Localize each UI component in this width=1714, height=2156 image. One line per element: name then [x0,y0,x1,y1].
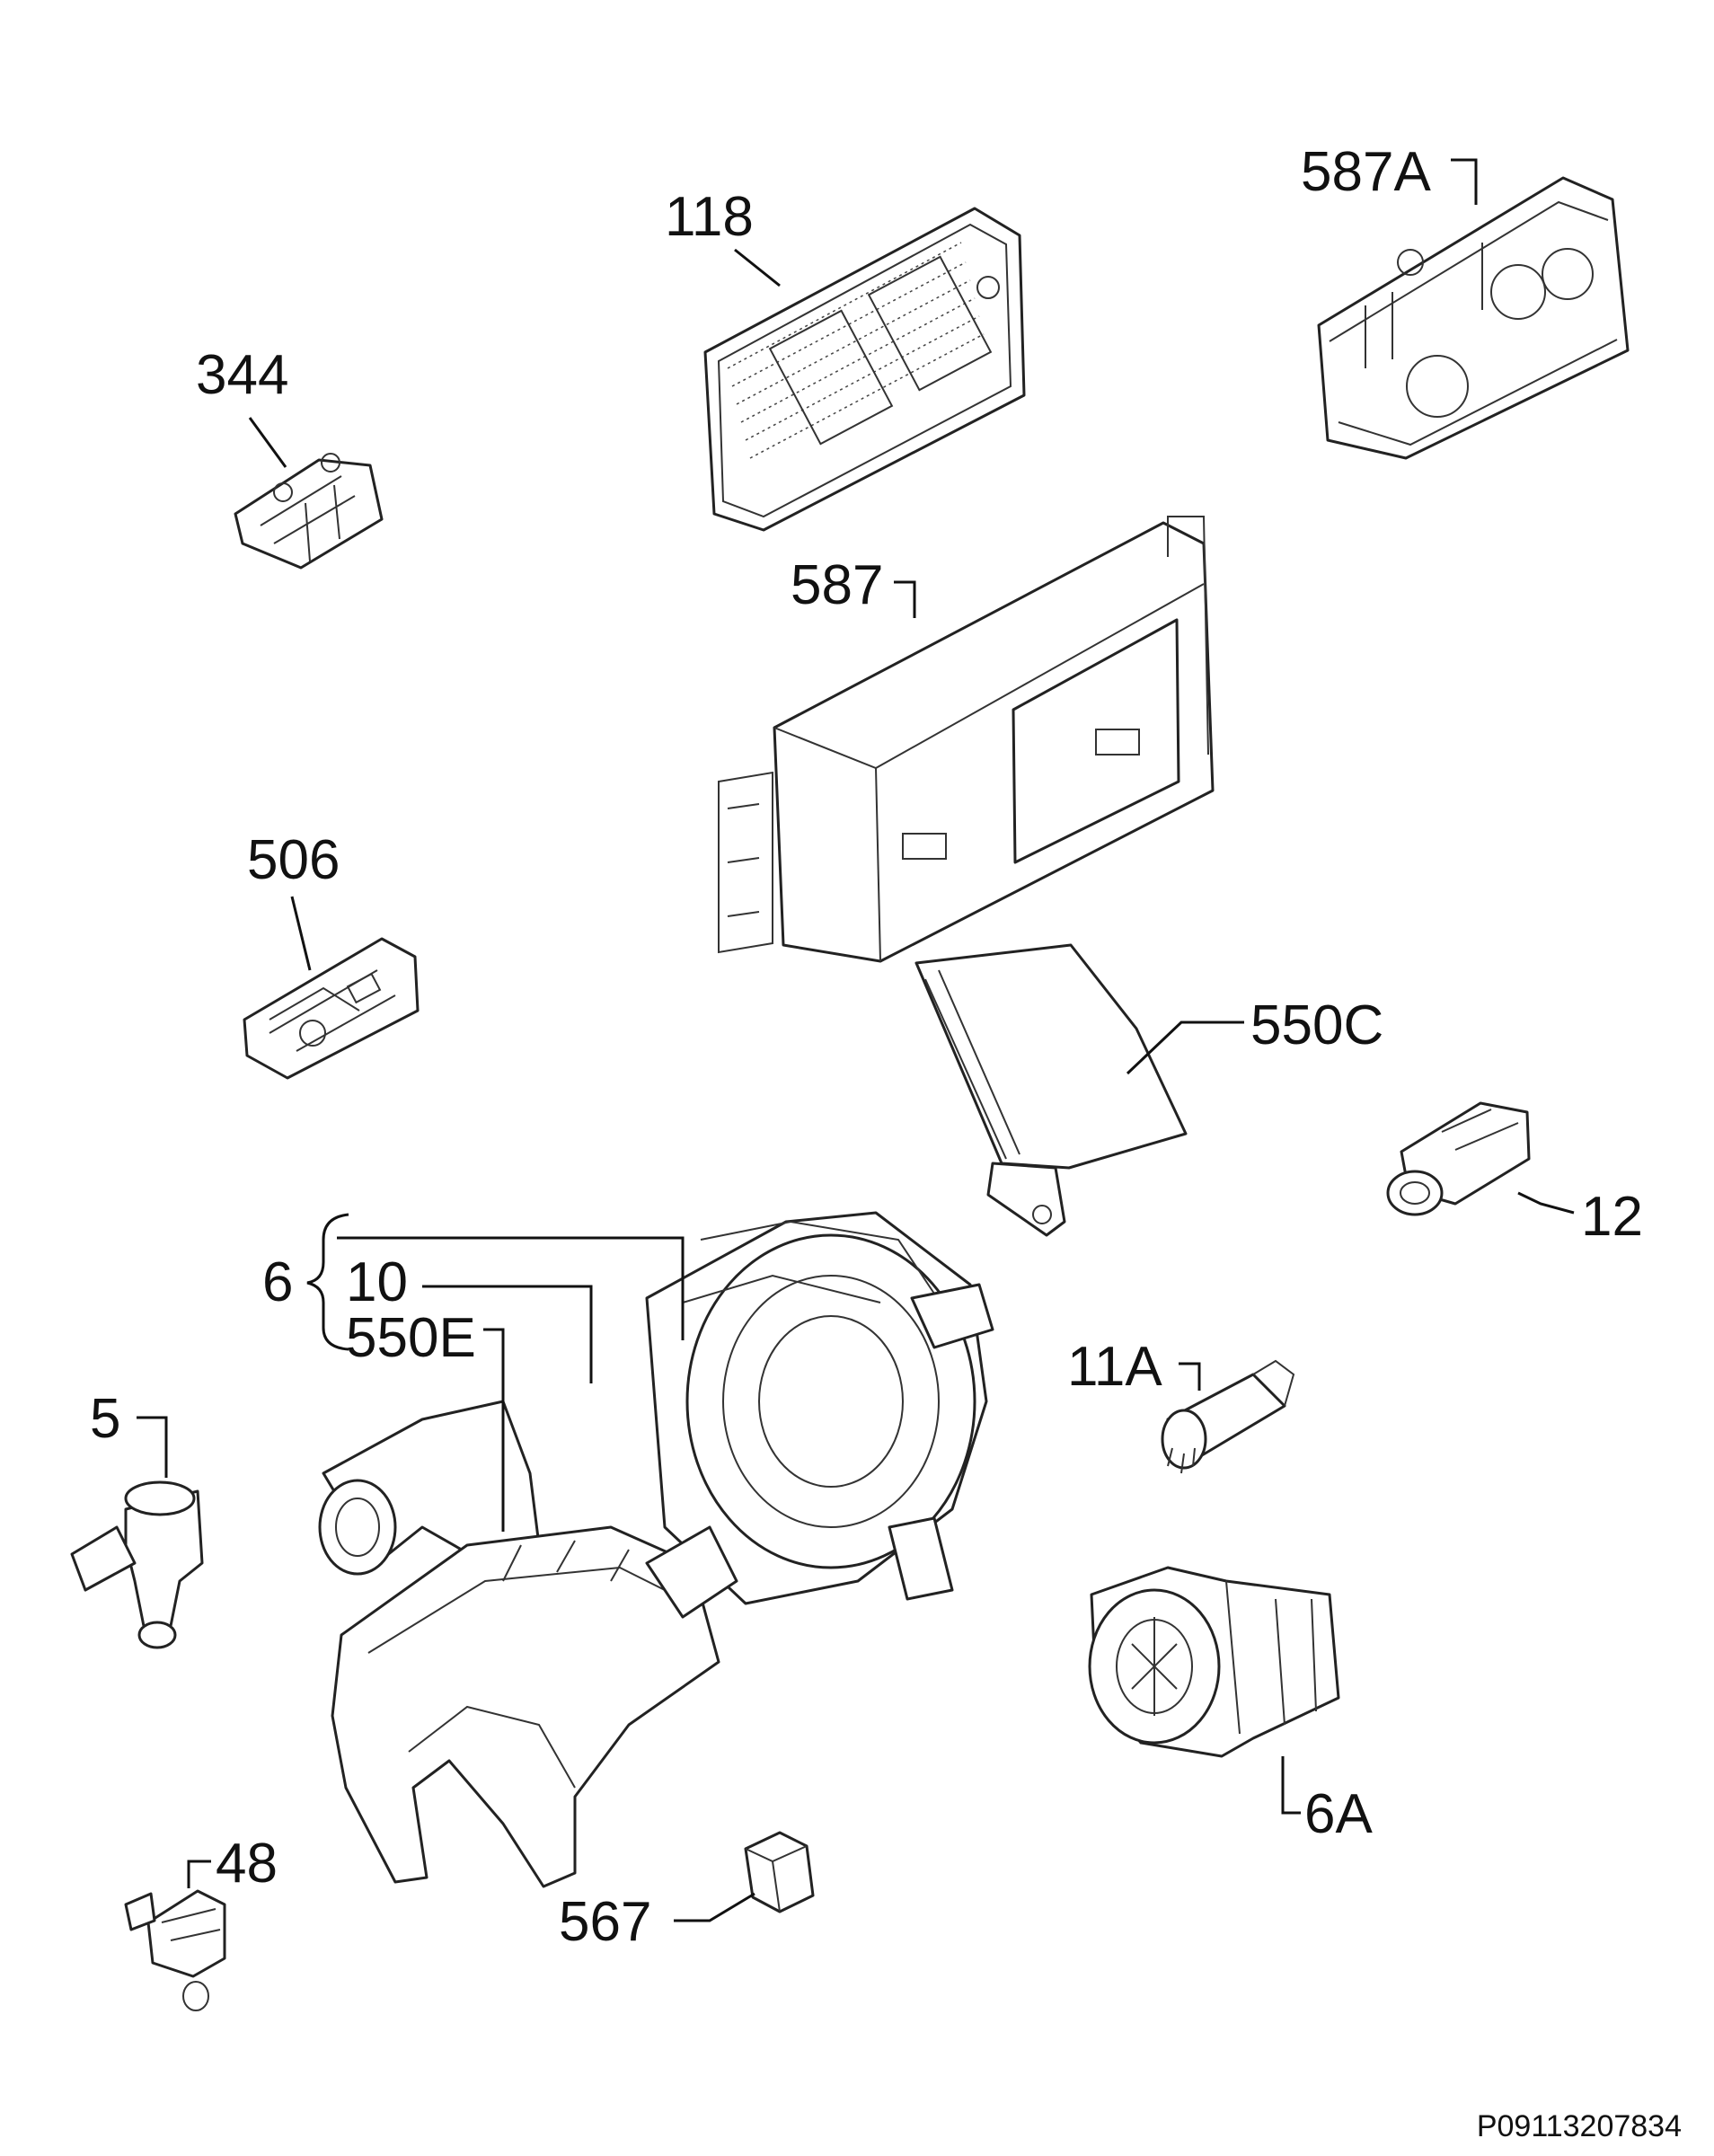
part-567-connector [744,1831,815,1913]
leader-506 [290,896,312,971]
label-550E: 550E [346,1307,476,1369]
label-10: 10 [346,1251,408,1313]
label-48: 48 [216,1833,278,1895]
part-12-pressure-switch [1386,1101,1531,1216]
leader-5 [137,1416,168,1478]
leader-118 [734,248,781,287]
drawing-code: P09113207834 [1477,2109,1682,2143]
part-118-control-board [703,207,1026,532]
label-587: 587 [791,554,883,616]
part-550C-cover [914,943,1188,1237]
leader-550C [1126,1021,1244,1075]
leader-6A [1281,1756,1301,1815]
leader-587A [1451,158,1478,205]
label-344: 344 [196,344,288,406]
part-506-door-lock [243,937,420,1080]
leader-12 [1517,1191,1575,1215]
part-587-electronic-module [718,516,1215,963]
part-11A-capacitor [1161,1359,1295,1474]
label-5: 5 [90,1388,120,1450]
leader-344 [248,417,287,468]
label-12: 12 [1581,1186,1643,1248]
label-567: 567 [559,1891,651,1953]
label-506: 506 [247,829,340,891]
label-587A: 587A [1301,141,1431,203]
part-10-hose [318,1400,541,1576]
leader-550E [483,1328,505,1532]
leader-6 [337,1236,685,1340]
part-6A-drain-pump [1088,1566,1340,1758]
part-587A-selector-module [1317,176,1630,460]
label-6A: 6A [1304,1783,1373,1845]
part-5-inlet-valve [70,1480,204,1649]
label-6: 6 [262,1251,293,1313]
part-344-sensor [234,453,384,570]
label-11A: 11A [1067,1336,1162,1398]
brace-6 [306,1213,349,1351]
part-48-sensor [124,1889,226,2011]
label-550C: 550C [1250,994,1383,1056]
leader-587 [894,580,916,618]
leader-10 [422,1285,593,1383]
leader-11A [1179,1362,1201,1391]
label-118: 118 [665,186,754,248]
part-6-circulation-pump-assembly [645,1211,994,1605]
leader-567 [674,1892,755,1922]
part-550E-duct-housing [331,1525,738,1888]
leader-48 [187,1860,211,1888]
